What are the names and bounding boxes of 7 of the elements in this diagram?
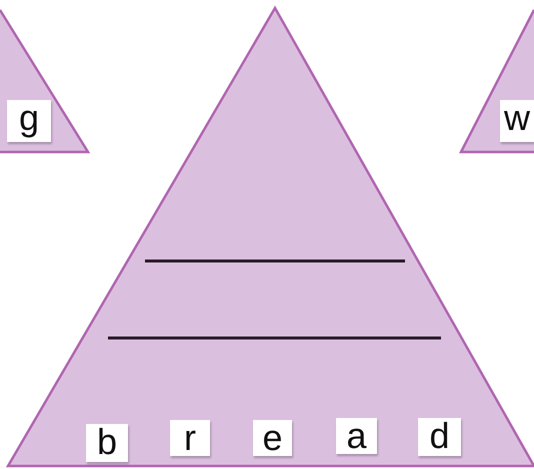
letter-card: w xyxy=(500,100,534,142)
letter-card: e xyxy=(253,420,292,456)
letter-card: d xyxy=(418,418,461,456)
letter-card: r xyxy=(170,420,210,456)
letter-card: g xyxy=(7,100,51,142)
letter-card: b xyxy=(86,424,128,462)
letter-card: a xyxy=(336,418,377,454)
